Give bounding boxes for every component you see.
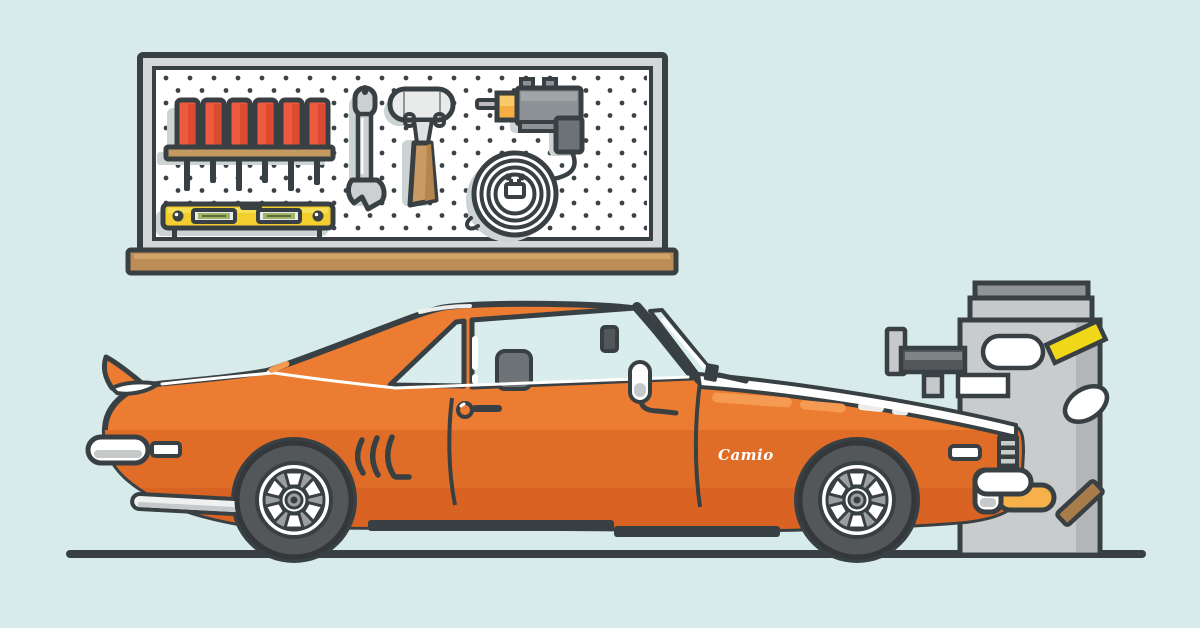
white-pill-label [980, 333, 1046, 371]
door-seam-front [693, 381, 702, 508]
cowl-vent [703, 363, 719, 382]
roof-highlight [418, 304, 472, 314]
spoiler-chrome-trim [110, 380, 160, 396]
power-drill [475, 77, 585, 182]
level-notch [240, 203, 262, 210]
machine-side-arm [884, 326, 1011, 399]
white-oval [1062, 383, 1110, 425]
side-mirror [628, 360, 679, 416]
rear-marker [150, 441, 182, 458]
pegboard-base-shelf [125, 247, 679, 276]
glass-highlight [472, 374, 478, 384]
screwdriver-rack [163, 97, 336, 191]
fender-marker [948, 444, 982, 461]
spirit-level [160, 201, 336, 241]
shelf-highlight [134, 254, 670, 259]
wiper [716, 372, 749, 384]
screwdriver-blades [184, 158, 320, 191]
rearview-mirror [600, 325, 619, 353]
taillight [85, 434, 151, 466]
fender-highlight [857, 403, 884, 412]
fender-gills [354, 434, 412, 480]
exhaust-pipe [130, 492, 261, 517]
hood-highlight [800, 400, 846, 413]
pillar-highlight [268, 361, 290, 373]
muscle-car: Camio [85, 300, 1057, 563]
a-pillar [632, 302, 705, 385]
front-bumper [972, 467, 1034, 515]
beltline-chrome [266, 370, 690, 390]
deck-chrome-line [160, 371, 274, 386]
windshield-highlight [662, 318, 710, 373]
brown-sticker [1055, 479, 1105, 527]
yellow-stripe [1043, 318, 1109, 366]
rack-shelf [163, 144, 336, 162]
car-badge: Camio [718, 446, 774, 464]
hood-highlight [712, 392, 792, 408]
headrest [495, 349, 533, 391]
front-wheel [797, 440, 917, 560]
door-seam-rear [447, 397, 457, 506]
workbench-machine [884, 280, 1110, 558]
wrench-jaw [346, 177, 387, 212]
pegboard [125, 52, 679, 276]
glass-highlight [472, 336, 478, 370]
door-handle [456, 401, 502, 419]
fender-highlight [892, 408, 908, 416]
rocker-panel [368, 520, 614, 531]
mallet [387, 86, 456, 208]
drill-cord [550, 149, 577, 182]
cord-plug [504, 182, 526, 199]
rocker-panel [614, 526, 780, 537]
drill-handle [553, 115, 585, 155]
extension-cord-coil [465, 150, 559, 238]
screwdriver-handles [174, 97, 331, 153]
wrench [346, 85, 387, 212]
level-vial [191, 208, 237, 224]
rear-wheel [234, 440, 354, 560]
level-vial [256, 208, 302, 224]
